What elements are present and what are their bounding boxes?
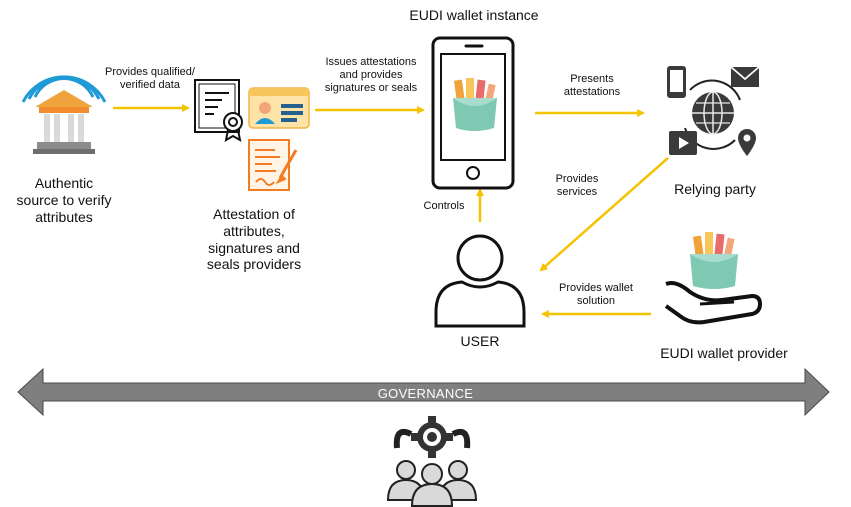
wallet-icon xyxy=(453,78,497,131)
edge-label-provides-data: Provides qualified/ verified data xyxy=(105,66,195,92)
governance-label: GOVERNANCE xyxy=(377,386,474,401)
institution-icon xyxy=(21,75,107,154)
id-card-icon xyxy=(248,87,310,129)
user-icon xyxy=(434,234,526,328)
hand-wallet-icon xyxy=(664,232,762,325)
wallet-provider-label: EUDI wallet provider xyxy=(660,345,788,361)
authentic-source-label: Authentic source to verify attributes xyxy=(16,175,112,225)
relying-party-label: Relying party xyxy=(674,181,756,197)
governance-team-icon xyxy=(386,416,478,507)
governance-arrow xyxy=(17,367,830,417)
edge-label-issues: Issues attestations and provides signatu… xyxy=(324,56,418,95)
edge-label-provides-services: Provides services xyxy=(555,173,599,199)
edge-label-provides-wallet: Provides wallet solution xyxy=(559,282,633,308)
attestation-providers-label: Attestation of attributes, signatures an… xyxy=(206,206,302,273)
certificate-icon xyxy=(194,79,243,142)
edge-label-presents: Presents attestations xyxy=(563,73,621,99)
edge-label-controls: Controls xyxy=(423,200,465,212)
wallet-instance-label: EUDI wallet instance xyxy=(409,7,539,23)
digital-services-icon xyxy=(667,66,760,156)
user-label: USER xyxy=(460,333,500,349)
arrow-relying-party-to-user xyxy=(539,157,669,272)
signed-document-icon xyxy=(248,139,298,191)
